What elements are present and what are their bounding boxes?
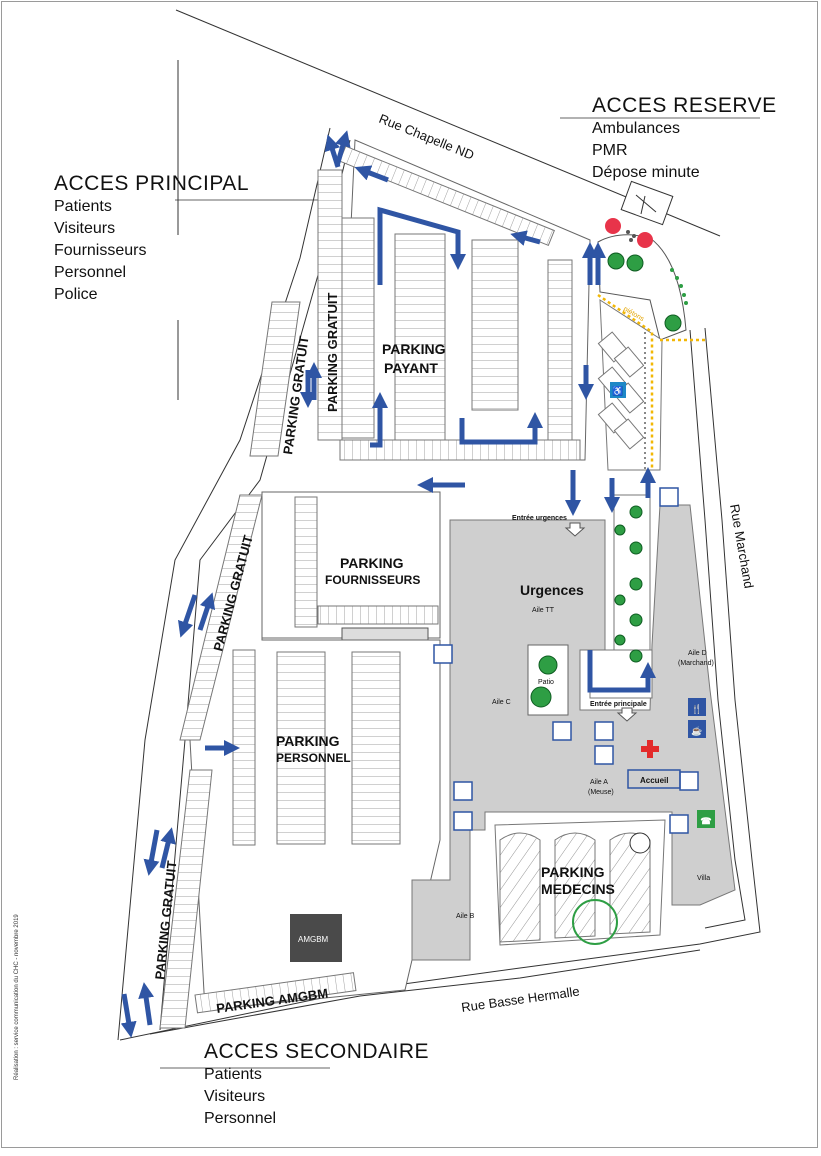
patio-label: Patio <box>538 679 554 686</box>
aile-a-label: Aile A <box>590 779 608 786</box>
aile-c-label: Aile C <box>492 699 511 706</box>
street-chapelle: Rue Chapelle ND <box>377 111 476 163</box>
red-cross-icon <box>641 740 659 758</box>
aile-b-label: Aile B <box>456 913 475 920</box>
street-marchand: Rue Marchand <box>727 503 757 590</box>
villa-label: Villa <box>697 875 710 882</box>
amgbm-building <box>290 914 342 962</box>
acces-principal-title: ACCES PRINCIPAL <box>54 172 249 195</box>
street-basse-hermalle: Rue Basse Hermalle <box>460 984 580 1015</box>
acces-reserve-line-3: Dépose minute <box>592 164 700 181</box>
traffic-arrows <box>120 130 657 1038</box>
urgences-label: Urgences <box>520 582 584 598</box>
restaurant-icon <box>688 698 706 716</box>
acces-secondaire-line-2: Visiteurs <box>204 1088 266 1105</box>
pedestrian-path <box>597 293 708 470</box>
parking-fournisseurs-area <box>261 491 441 643</box>
acces-reserve-title: ACCES RESERVE <box>592 94 777 117</box>
parking-payant-label-1: PARKING <box>382 341 446 357</box>
parking-fournisseurs-label-1: PARKING <box>340 555 404 571</box>
elevator-icon-2 <box>453 781 473 801</box>
credit-text: Réalisation : service communication du C… <box>14 914 20 1080</box>
wheelchair-icon <box>610 382 626 398</box>
parking-medecins-label-1: PARKING <box>541 864 605 880</box>
acces-secondaire-title: ACCES SECONDAIRE <box>204 1040 430 1063</box>
acces-principal-block: ACCES PRINCIPAL Patients Visiteurs Fourn… <box>54 172 249 306</box>
entree-urgences-label: Entrée urgences <box>512 515 567 522</box>
accueil-box <box>627 769 681 789</box>
svg-text:☎: ☎ <box>700 816 711 826</box>
acces-reserve-line-1: Ambulances <box>592 120 681 137</box>
amgbm-label: AMGBM <box>298 935 329 944</box>
elevator-icon-3 <box>453 811 473 831</box>
parking-payant-area <box>339 139 591 461</box>
accueil-label: Accueil <box>640 776 668 785</box>
parking-gratuit-strip-top <box>249 169 343 457</box>
svg-text:🍴: 🍴 <box>691 703 702 715</box>
aile-d-sub-label: (Marchand) <box>678 660 714 667</box>
entrance-main-icon <box>616 707 638 722</box>
entree-principale-label: Entrée principale <box>590 701 647 708</box>
parking-gratuit-strip-left <box>159 494 263 1029</box>
elevator-icon-9 <box>659 487 679 507</box>
bollards <box>605 218 653 248</box>
aile-tt-label: Aile TT <box>532 607 555 614</box>
parking-medecins-area <box>494 819 666 946</box>
parking-personnel-label-1: PARKING <box>276 733 340 749</box>
elevator-icon-6 <box>594 745 614 765</box>
building-icons <box>433 382 715 834</box>
acces-secondaire-line-3: Personnel <box>204 1110 277 1127</box>
acces-reserve-line-2: PMR <box>592 142 628 159</box>
elevator-icon-5 <box>594 721 614 741</box>
svg-text:♿: ♿ <box>612 385 623 396</box>
elevator-icon-7 <box>679 771 699 791</box>
cafe-icon <box>688 720 706 738</box>
parking-medecins-label-2: MEDECINS <box>541 881 615 897</box>
trees <box>530 252 682 945</box>
elevator-icon-1 <box>433 644 453 664</box>
acces-principal-line-5: Police <box>54 286 98 303</box>
svg-text:☕: ☕ <box>691 725 702 736</box>
parking-payant-label-2: PAYANT <box>384 360 438 376</box>
aile-d-label: Aile D <box>688 650 707 657</box>
phone-icon <box>697 810 715 828</box>
elevator-icon-4 <box>552 721 572 741</box>
entrance-down-icon <box>564 522 586 537</box>
parking-fournisseurs-label-2: FOURNISSEURS <box>325 573 420 587</box>
acces-reserve-block: ACCES RESERVE Ambulances PMR Dépose minu… <box>592 94 777 184</box>
acces-principal-line-1: Patients <box>54 198 112 215</box>
aile-a-sub-label: (Meuse) <box>588 789 614 796</box>
acces-principal-line-3: Fournisseurs <box>54 242 147 259</box>
acces-principal-line-2: Visiteurs <box>54 220 116 237</box>
acces-secondaire-line-1: Patients <box>204 1066 262 1083</box>
parking-personnel-label-2: PERSONNEL <box>276 751 351 765</box>
parking-gratuit-label-2: PARKING GRATUIT <box>325 293 340 412</box>
acces-secondaire-block: ACCES SECONDAIRE Patients Visiteurs Pers… <box>204 1040 429 1130</box>
acces-principal-line-4: Personnel <box>54 264 127 281</box>
elevator-icon-8 <box>669 814 689 834</box>
